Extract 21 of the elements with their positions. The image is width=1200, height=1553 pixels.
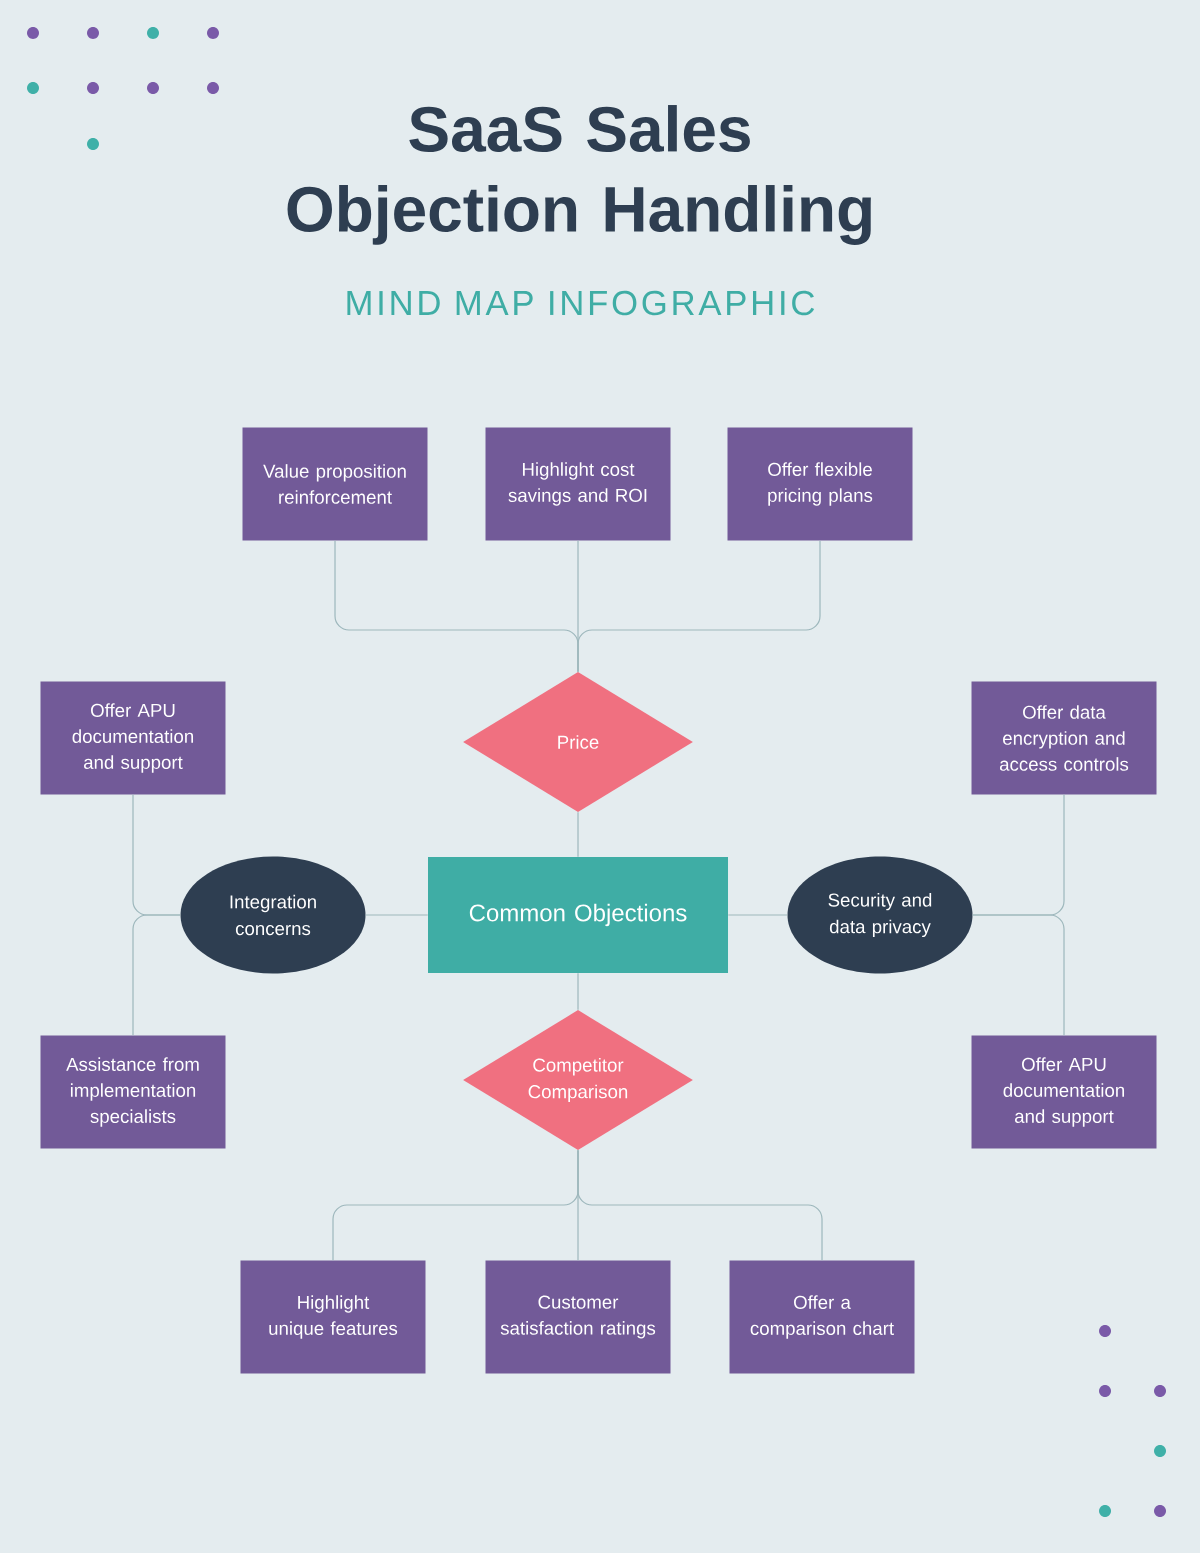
process-box: Offer APU documentation and support xyxy=(971,1035,1157,1149)
connector xyxy=(972,914,1065,1036)
connector xyxy=(132,914,181,1036)
subtitle: MIND MAP INFOGRAPHIC xyxy=(347,290,815,316)
center-box: Common Objections xyxy=(428,857,728,973)
process-box: Highlight cost savings and ROI xyxy=(485,427,671,541)
process-box: Highlight unique features xyxy=(240,1260,426,1374)
connector xyxy=(727,914,788,916)
process-box: Value proposition reinforcement xyxy=(242,427,428,541)
process-box: Offer flexible pricing plans xyxy=(727,427,913,541)
process-box: Offer a comparison chart xyxy=(729,1260,915,1374)
process-box: Offer APU documentation and support xyxy=(40,681,226,795)
process-box: Offer data encryption and access controls xyxy=(971,681,1157,795)
process-box: Customer satisfaction ratings xyxy=(485,1260,671,1374)
title: SaaS Sales Objection Handling xyxy=(287,105,871,245)
connector xyxy=(577,1149,823,1261)
connector xyxy=(365,914,429,916)
connector xyxy=(577,972,579,1011)
process-box: Assistance from implementation specialists xyxy=(40,1035,226,1149)
connector xyxy=(577,540,821,673)
connector xyxy=(577,811,579,858)
